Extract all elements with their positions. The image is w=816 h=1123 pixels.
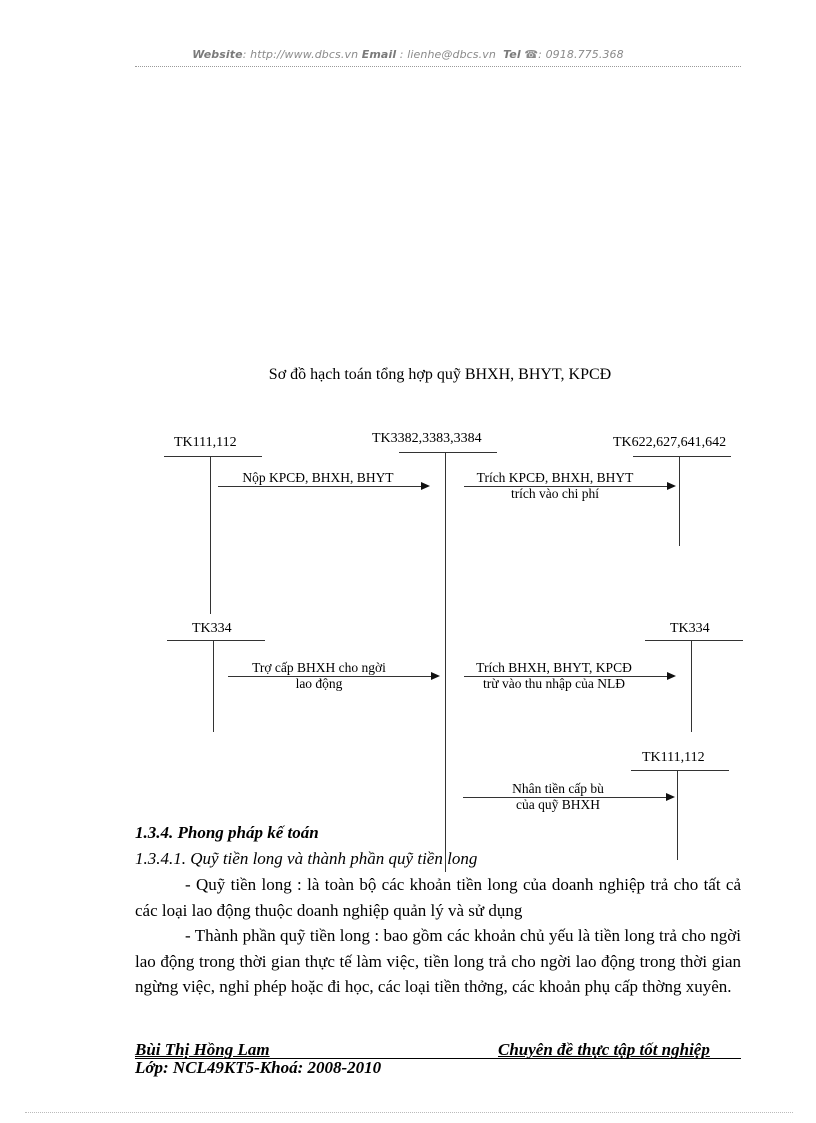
- account-tk111-top-rule: [164, 456, 262, 457]
- email-label: Email: [361, 48, 397, 61]
- flow-label-nop: Nộp KPCĐ, BHXH, BHYT: [242, 470, 394, 485]
- footer-class-info: Lớp: NCL49KT5-Khoá: 2008-2010: [135, 1058, 382, 1077]
- tel-label: Tel: [503, 48, 521, 61]
- account-tk338-rule: [399, 452, 497, 453]
- body-text: - Quỹ tiền long : là toàn bộ các khoản t…: [135, 872, 741, 1000]
- page-header: Website: http://www.dbcs.vn Email : lien…: [0, 48, 816, 61]
- account-tk622: TK622,627,641,642: [613, 435, 727, 450]
- paragraph-thanh-phan: - Thành phần quỹ tiền long : bao gồm các…: [135, 926, 741, 996]
- account-tk622-rule: [633, 456, 731, 457]
- footer-author: Bùi Thị Hồng Lam: [135, 1040, 270, 1059]
- flow-label-trich-nld-2: trừ vào thu nhập của NLĐ: [483, 676, 625, 691]
- footer-doc-type: Chuyên đề thực tập tốt nghiệp: [498, 1040, 710, 1059]
- paragraph-quy-tien-luong: - Quỹ tiền long : là toàn bộ các khoản t…: [135, 875, 741, 920]
- arrow-tro-cap: [228, 672, 440, 680]
- arrow-nhan-cap-bu: [463, 793, 675, 801]
- account-tk338-stem: [445, 452, 446, 872]
- flow-label-nhan-2: của quỹ BHXH: [516, 797, 600, 812]
- account-tk334-right-rule: [645, 640, 743, 641]
- account-tk334-left-stem: [213, 640, 214, 732]
- section-heading: 1.3.4. Phong pháp kế toán: [135, 823, 319, 842]
- page-bottom-border: [25, 1112, 793, 1113]
- account-tk111-top: TK111,112: [174, 435, 237, 450]
- account-tk334-left-rule: [167, 640, 265, 641]
- account-tk111-top-stem: [210, 456, 211, 614]
- footer-divider: [135, 1058, 741, 1059]
- flow-label-trich-chi-phi-1: Trích KPCĐ, BHXH, BHYT: [476, 470, 634, 485]
- header-divider: [135, 66, 741, 67]
- phone-icon: ☎: [524, 48, 539, 61]
- arrow-trich-nld: [464, 672, 676, 680]
- diagram-title: Sơ đồ hạch toán tổng hợp quỹ BHXH, BHYT,…: [268, 366, 612, 383]
- website-value: : http://www.dbcs.vn: [242, 48, 359, 61]
- account-tk338: TK3382,3383,3384: [372, 431, 482, 446]
- account-tk334-right: TK334: [670, 621, 710, 636]
- arrow-nop: [218, 482, 430, 490]
- flow-label-trich-nld-1: Trích BHXH, BHYT, KPCĐ: [476, 660, 632, 675]
- account-tk111-bottom: TK111,112: [642, 750, 705, 765]
- flow-label-trich-chi-phi-2: trích vào chi phí: [510, 486, 600, 501]
- subsection-heading: 1.3.4.1. Quỹ tiền long và thành phần quỹ…: [135, 849, 478, 868]
- flow-label-nhan-1: Nhân tiền cấp bù: [512, 781, 604, 796]
- account-tk334-right-stem: [691, 640, 692, 732]
- tel-value: : 0918.775.368: [538, 48, 624, 61]
- flow-label-tro-cap-2: lao động: [295, 676, 343, 691]
- website-label: Website: [192, 48, 243, 61]
- account-tk111-bottom-rule: [631, 770, 729, 771]
- flow-label-tro-cap-1: Trợ cấp BHXH cho ngời: [252, 660, 386, 675]
- account-tk334-left: TK334: [192, 621, 232, 636]
- account-tk622-stem: [679, 456, 680, 546]
- email-value: : lienhe@dbcs.vn: [396, 48, 496, 61]
- arrow-trich-chi-phi: [464, 482, 676, 490]
- account-tk111-bottom-stem: [677, 770, 678, 860]
